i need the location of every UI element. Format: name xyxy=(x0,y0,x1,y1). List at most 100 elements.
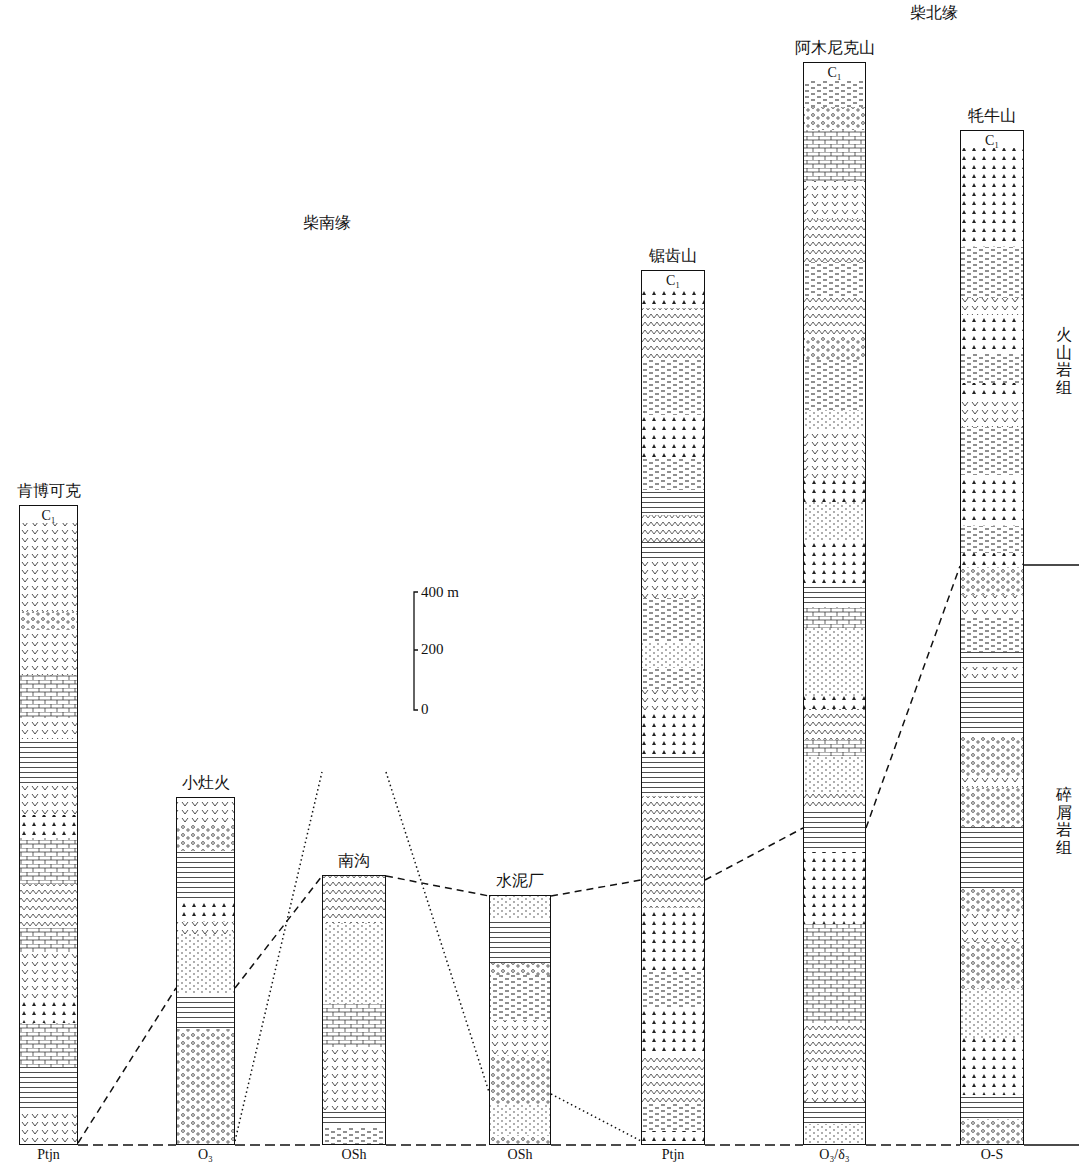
lithology-band xyxy=(176,1029,235,1063)
lithology-band xyxy=(803,181,866,219)
base-unit-label: O₃/δ₃ xyxy=(819,1147,849,1162)
section-name: 肯博可克 xyxy=(17,482,81,500)
lithology-band xyxy=(803,628,866,659)
lithology-band xyxy=(803,973,866,1023)
lithology-band xyxy=(322,875,386,923)
lithology-band xyxy=(489,919,551,963)
lithology-band xyxy=(960,204,1024,247)
lithology-band xyxy=(803,1062,866,1102)
lithology-band xyxy=(803,80,866,107)
lithology-band xyxy=(803,852,866,903)
region-name: 柴南缘 xyxy=(303,214,351,232)
scale-bar xyxy=(414,592,418,710)
lithology-band xyxy=(641,947,705,972)
lithology-band xyxy=(641,598,705,618)
base-unit-label: OSh xyxy=(342,1147,367,1162)
lithology-band xyxy=(641,668,705,689)
lithology-band xyxy=(19,952,78,1002)
lithology-band xyxy=(19,718,78,739)
lithology-band xyxy=(641,1007,705,1056)
lithology-band xyxy=(960,399,1024,427)
lithology-band xyxy=(176,1101,235,1145)
section-name: 南沟 xyxy=(338,852,370,870)
lithology-band xyxy=(19,1067,78,1112)
lithology-band xyxy=(322,1112,386,1127)
lithology-band xyxy=(960,682,1024,705)
strat-column: 水泥厂OSh xyxy=(489,895,551,1145)
lithology-band xyxy=(960,889,1024,913)
lithology-band xyxy=(489,1104,551,1135)
lithology-band xyxy=(803,1124,866,1145)
lithology-band xyxy=(641,359,705,375)
lithology-band xyxy=(176,922,235,934)
scale-label: 0 xyxy=(421,701,429,718)
lithology-band xyxy=(960,652,1024,667)
lithology-band xyxy=(176,993,235,1029)
lithology-band xyxy=(489,1055,551,1067)
lithology-band xyxy=(641,796,705,835)
lithology-band xyxy=(803,924,866,973)
lithology-band xyxy=(641,1103,705,1131)
lithology-band xyxy=(803,430,866,478)
lithology-band xyxy=(19,630,78,675)
lithology-band xyxy=(19,785,78,815)
top-unit-label: C₁ xyxy=(983,133,1001,148)
lithology-band xyxy=(960,247,1024,298)
lithology-band xyxy=(803,756,866,793)
lithology-band xyxy=(641,618,705,642)
unit-divider xyxy=(1024,565,1079,1145)
section-name: 水泥厂 xyxy=(496,872,544,890)
lithology-band xyxy=(19,884,78,928)
lithology-band xyxy=(19,561,78,612)
lithology-band xyxy=(176,962,235,993)
lithology-band xyxy=(176,1063,235,1101)
region-name: 柴北缘 xyxy=(910,4,958,22)
lithology-band xyxy=(960,1119,1024,1145)
section-name: 锯齿山 xyxy=(649,247,697,265)
section-name: 牦牛山 xyxy=(968,107,1016,125)
section-name: 阿木尼克山 xyxy=(795,39,875,57)
lithology-band xyxy=(322,1004,386,1047)
correlation-line xyxy=(235,1144,322,1146)
lithology-band xyxy=(641,515,705,542)
lithology-band xyxy=(960,776,1024,788)
base-unit-label: O-S xyxy=(981,1147,1004,1162)
top-unit-label: C₁ xyxy=(825,65,843,80)
lithology-band xyxy=(803,1023,866,1062)
base-unit-label: O₃ xyxy=(198,1147,213,1162)
lithology-band xyxy=(960,475,1024,526)
lithology-band xyxy=(960,383,1024,399)
correlation-line xyxy=(551,880,641,896)
correlation-line xyxy=(386,876,489,896)
lithology-band xyxy=(803,502,866,541)
unit-name: 火山岩组 xyxy=(1056,326,1072,396)
lithology-band xyxy=(803,709,866,740)
lithology-band xyxy=(176,934,235,962)
lithology-band xyxy=(641,490,705,515)
lithology-band xyxy=(19,928,78,952)
correlation-line xyxy=(78,988,176,1143)
lithology-band xyxy=(803,107,866,130)
correlation-line xyxy=(235,772,322,1141)
lithology-band xyxy=(641,558,705,598)
lithology-band xyxy=(489,963,551,975)
lithology-band xyxy=(960,595,1024,617)
base-unit-label: OSh xyxy=(508,1147,533,1162)
lithology-band xyxy=(641,308,705,332)
lithology-band xyxy=(960,427,1024,475)
strat-column: 肯博可克C₁Ptjn xyxy=(19,505,78,1145)
lithology-band xyxy=(641,459,705,490)
strat-column: 小灶火O₃ xyxy=(176,797,235,1145)
lithology-band xyxy=(960,148,1024,160)
lithology-band xyxy=(641,332,705,359)
lithology-band xyxy=(960,1038,1024,1052)
lithology-band xyxy=(803,130,866,181)
lithology-band xyxy=(176,900,235,922)
lithology-band xyxy=(803,607,866,628)
lithology-band xyxy=(803,1102,866,1124)
lithology-band xyxy=(960,553,1024,567)
lithology-band xyxy=(960,736,1024,776)
lithology-band xyxy=(960,942,1024,989)
lithology-band xyxy=(641,415,705,459)
